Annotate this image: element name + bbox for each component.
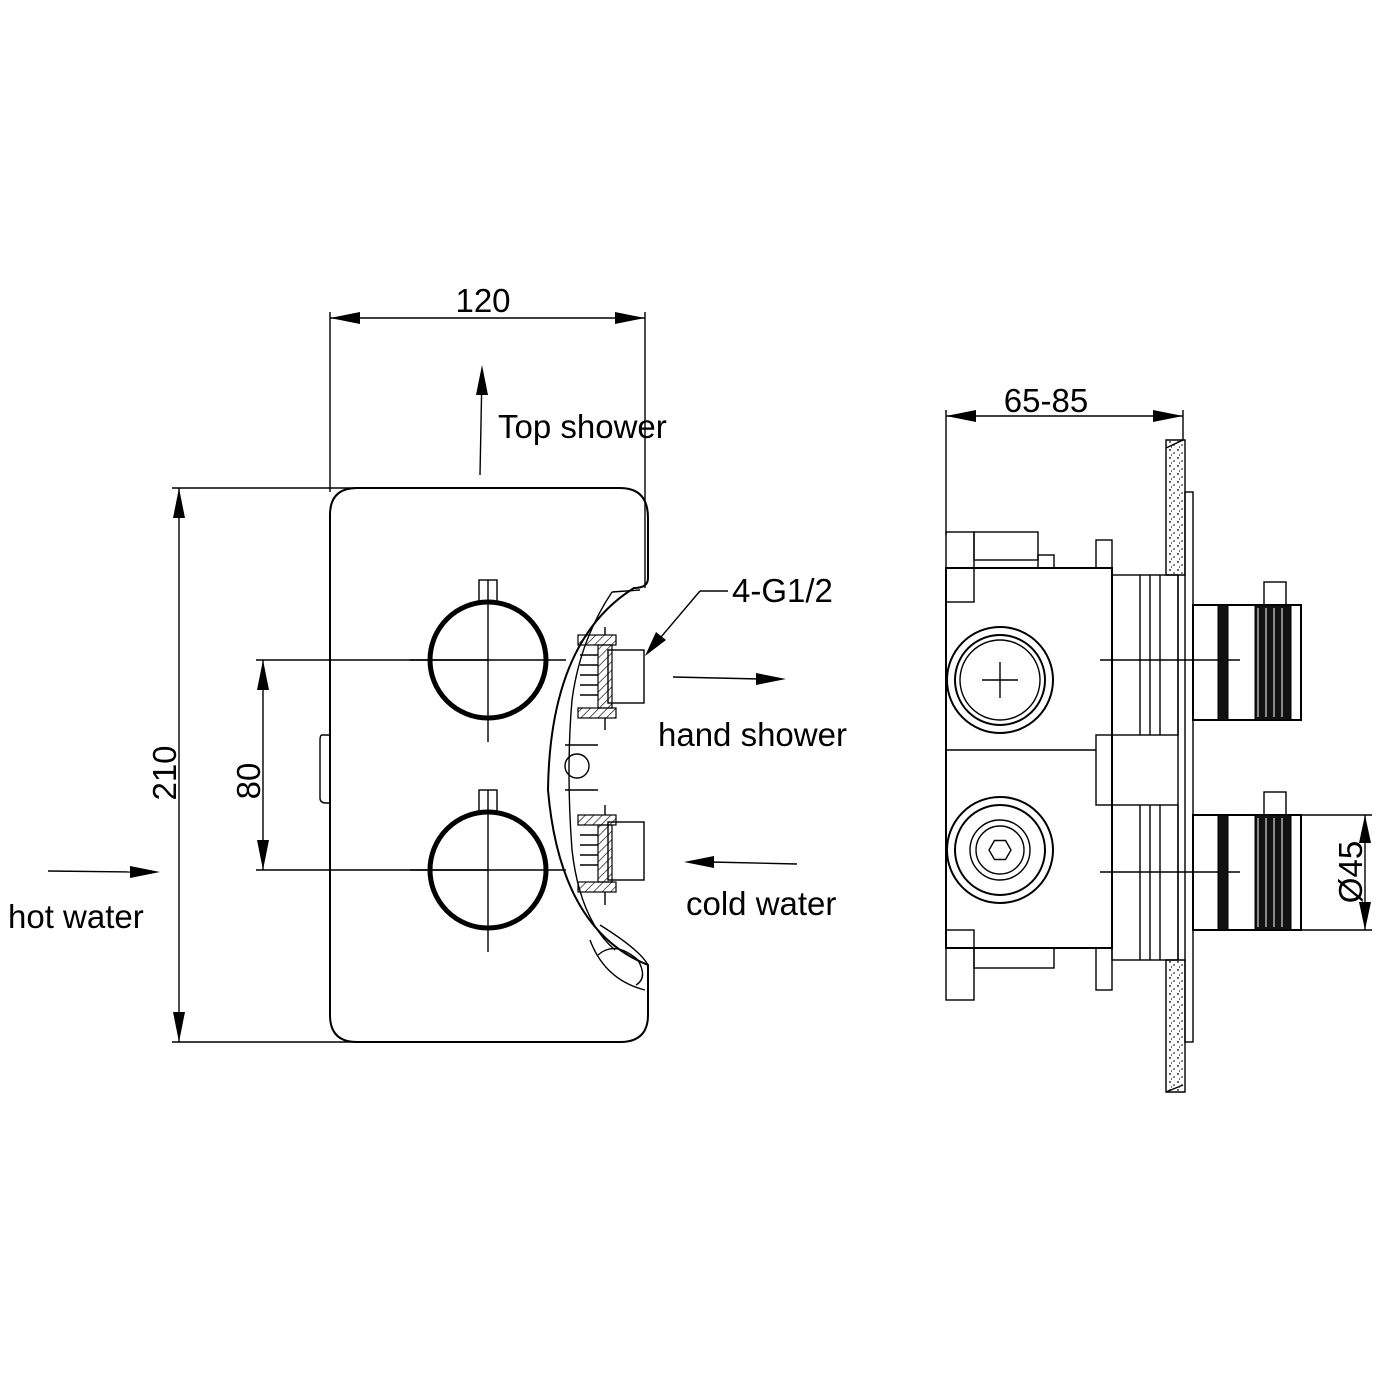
height-dim-label: 210 xyxy=(146,745,183,800)
hand-shower-label: hand shower xyxy=(658,716,847,753)
width-dim-label: 120 xyxy=(455,282,510,319)
spacing-dimension: 80 xyxy=(230,659,488,871)
lower-fitting xyxy=(577,805,645,905)
cover-plate xyxy=(329,487,649,1043)
cold-water-label: cold water xyxy=(686,885,836,922)
front-view: 120 Top shower 210 80 xyxy=(8,282,847,1043)
upper-handle xyxy=(410,579,566,742)
depth-dimension: 65-85 xyxy=(945,382,1184,535)
valve-body-cutout xyxy=(564,589,649,991)
thread-callout-label: 4-G1/2 xyxy=(732,572,833,609)
width-dimension: 120 xyxy=(329,282,646,588)
thread-callout: 4-G1/2 xyxy=(645,572,833,656)
side-view: 65-85 xyxy=(945,382,1372,1093)
lower-handle xyxy=(410,789,566,952)
upper-port xyxy=(946,626,1054,734)
upper-handle-side xyxy=(1192,581,1302,721)
cold-water-arrow: cold water xyxy=(684,856,836,922)
hot-water-label: hot water xyxy=(8,898,144,935)
lower-port xyxy=(946,796,1054,904)
wall-section xyxy=(1165,439,1194,1093)
hand-shower-arrow: hand shower xyxy=(658,673,847,753)
height-dimension: 210 xyxy=(146,487,362,1043)
spacing-dim-label: 80 xyxy=(230,763,267,800)
top-shower-arrow: Top shower xyxy=(476,365,667,476)
top-shower-label: Top shower xyxy=(498,408,667,445)
side-tab xyxy=(319,734,330,804)
lower-handle-side xyxy=(1192,791,1302,931)
upper-fitting xyxy=(577,627,645,730)
depth-dim-label: 65-85 xyxy=(1004,382,1088,419)
diameter-dimension: Ø45 xyxy=(1301,814,1372,931)
diameter-dim-label: Ø45 xyxy=(1332,841,1369,903)
hot-water-arrow: hot water xyxy=(8,866,160,935)
valve-body-side xyxy=(945,531,1240,1001)
